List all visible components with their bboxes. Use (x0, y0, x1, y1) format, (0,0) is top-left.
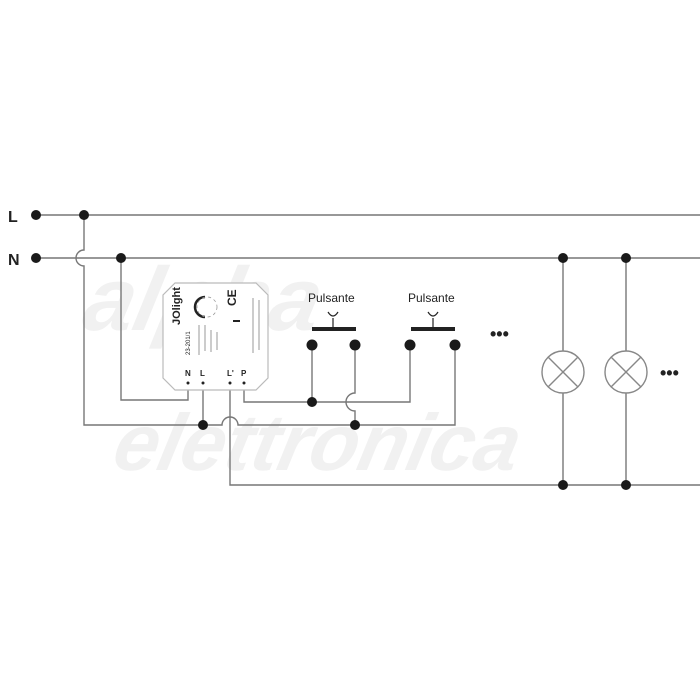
wire-L-drop (75, 215, 200, 426)
junction-node (621, 253, 631, 263)
switch-bar (312, 327, 356, 331)
dial-ring-icon (196, 296, 218, 318)
watermark: alpha elettronica (76, 250, 530, 488)
switch-bar (411, 327, 455, 331)
terminal-dot (242, 381, 246, 385)
terminal-dot (201, 381, 205, 385)
junction-node (198, 420, 208, 430)
push-button-switch-1: Pulsante (306, 291, 361, 351)
terminal-node-L (31, 210, 41, 220)
device-body (162, 282, 269, 391)
terminal-node-N (31, 253, 41, 263)
dc-symbol-icon (233, 320, 240, 322)
ce-mark-icon: CE (225, 289, 239, 306)
terminal-dot (228, 381, 232, 385)
junction-nodes (31, 210, 631, 490)
junction-node (558, 253, 568, 263)
junction-node (79, 210, 89, 220)
switch-continuation: ••• (490, 324, 509, 344)
switch-label: Pulsante (308, 291, 355, 305)
jolight-device: JOlight 23-201/1 CE N L L' P (162, 282, 269, 391)
terminal-label-N: N (185, 369, 191, 378)
junction-node (621, 480, 631, 490)
watermark-line2: elettronica (106, 399, 529, 488)
terminal-label-L: L (200, 369, 205, 378)
line-label-N: N (8, 252, 20, 269)
lamp-2 (604, 350, 648, 394)
device-brand: JOlight (171, 287, 183, 325)
push-button-switch-2: Pulsante (404, 291, 461, 351)
lamp-continuation: ••• (660, 363, 679, 383)
switch-label: Pulsante (408, 291, 455, 305)
junction-node (307, 397, 317, 407)
line-label-L: L (8, 209, 18, 226)
wire-switch1-right (345, 345, 356, 425)
junction-node (116, 253, 126, 263)
wire-P (243, 345, 411, 403)
terminal-label-P: P (241, 369, 247, 378)
wire-L-feed (200, 345, 456, 426)
push-button-icon (327, 311, 339, 317)
push-button-icon (427, 311, 439, 317)
wire-L-prime (229, 385, 700, 486)
device-small-text (198, 298, 260, 355)
wire-N-to-device (120, 258, 189, 401)
device-model: 23-201/1 (186, 331, 192, 355)
dial-icon (193, 295, 206, 319)
lamp-1 (541, 350, 585, 394)
junction-node (558, 480, 568, 490)
terminal-label-L-prime: L' (227, 369, 234, 378)
junction-node (350, 420, 360, 430)
terminal-dot (186, 381, 190, 385)
